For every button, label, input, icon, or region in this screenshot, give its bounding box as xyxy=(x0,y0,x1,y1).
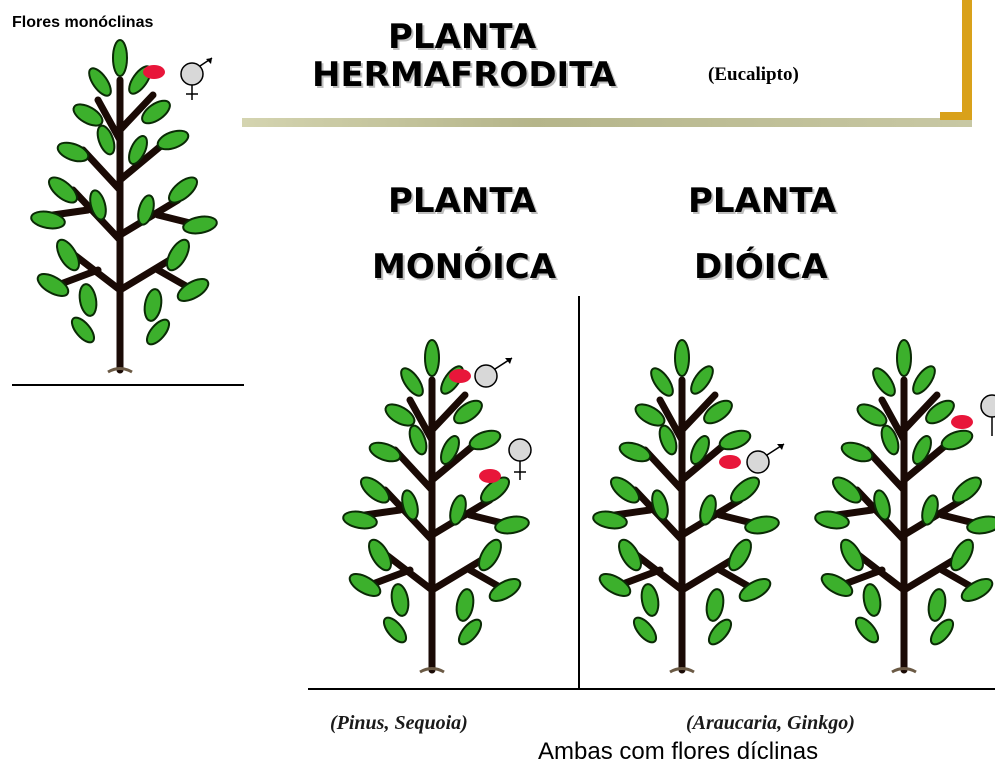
dioecious-female-flower xyxy=(951,415,973,429)
female-symbol-icon xyxy=(978,392,995,440)
footer-text: Ambas com flores díclinas xyxy=(538,738,818,766)
dioecious-example: (Araucaria, Ginkgo) xyxy=(686,712,855,735)
dioecious-female-tree xyxy=(812,340,995,680)
flores-monoclinas-label: Flores monóclinas xyxy=(12,14,153,32)
monoecious-flower-male xyxy=(449,369,471,383)
monoecious-flower-female xyxy=(479,469,501,483)
ground-line-left xyxy=(12,384,244,386)
dioecious-title-line2: DIÓICA xyxy=(694,250,828,284)
title-accent-bar xyxy=(242,118,972,127)
monoecious-title-line1: PLANTA xyxy=(388,184,536,218)
divider-line xyxy=(578,296,580,689)
monoecious-example: (Pinus, Sequoia) xyxy=(330,712,468,735)
corner-bracket-foot xyxy=(940,112,972,120)
ground-line-bottom xyxy=(308,688,995,690)
dioecious-male-tree xyxy=(590,340,780,680)
hermaphrodite-title-line1: PLANTA xyxy=(388,20,536,54)
male-symbol-icon xyxy=(474,354,524,394)
male-symbol-icon xyxy=(746,440,796,480)
monoecious-title-line2: MONÓICA xyxy=(372,250,556,284)
hermaphrodite-symbol-icon xyxy=(178,56,226,104)
corner-bracket xyxy=(962,0,972,120)
hermaphrodite-flower xyxy=(143,65,165,79)
hermaphrodite-title-line2: HERMAFRODITA xyxy=(312,58,616,92)
dioecious-title-line1: PLANTA xyxy=(688,184,836,218)
dioecious-male-flower xyxy=(719,455,741,469)
hermaphrodite-example: (Eucalipto) xyxy=(708,64,799,86)
female-symbol-icon xyxy=(506,436,536,484)
